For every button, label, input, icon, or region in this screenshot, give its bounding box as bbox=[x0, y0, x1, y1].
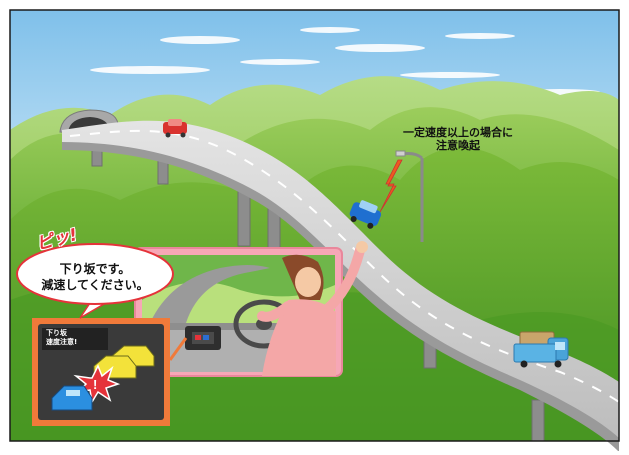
road-side bbox=[62, 129, 619, 452]
monitor-warning-text: 下り坂 速度注意! bbox=[46, 329, 108, 347]
lightning-icon bbox=[379, 159, 403, 213]
bubble-message-line2: 減速してください。 bbox=[41, 278, 149, 292]
monitor-warning-line2: 速度注意! bbox=[46, 338, 78, 346]
lane-markings bbox=[69, 129, 620, 403]
alert-monitor: ! bbox=[32, 318, 188, 426]
car-interior-inset bbox=[134, 241, 368, 377]
blue-car bbox=[349, 200, 382, 229]
road bbox=[62, 120, 619, 438]
monitor-warning-line1: 下り坂 bbox=[46, 329, 67, 337]
bubble-message-line1: 下り坂です。 bbox=[59, 262, 131, 276]
street-light bbox=[395, 150, 424, 242]
speed-notice: 一定速度以上の場合に 注意喚起 bbox=[378, 126, 538, 152]
svg-text:!: ! bbox=[93, 377, 97, 392]
notice-line1: 一定速度以上の場合に bbox=[403, 126, 513, 139]
clouds bbox=[90, 27, 600, 95]
notice-line2: 注意喚起 bbox=[436, 139, 480, 152]
red-car bbox=[163, 119, 187, 138]
truck bbox=[513, 331, 569, 368]
speech-bubble: ピッ! 下り坂です。 減速してください。 bbox=[14, 225, 176, 306]
